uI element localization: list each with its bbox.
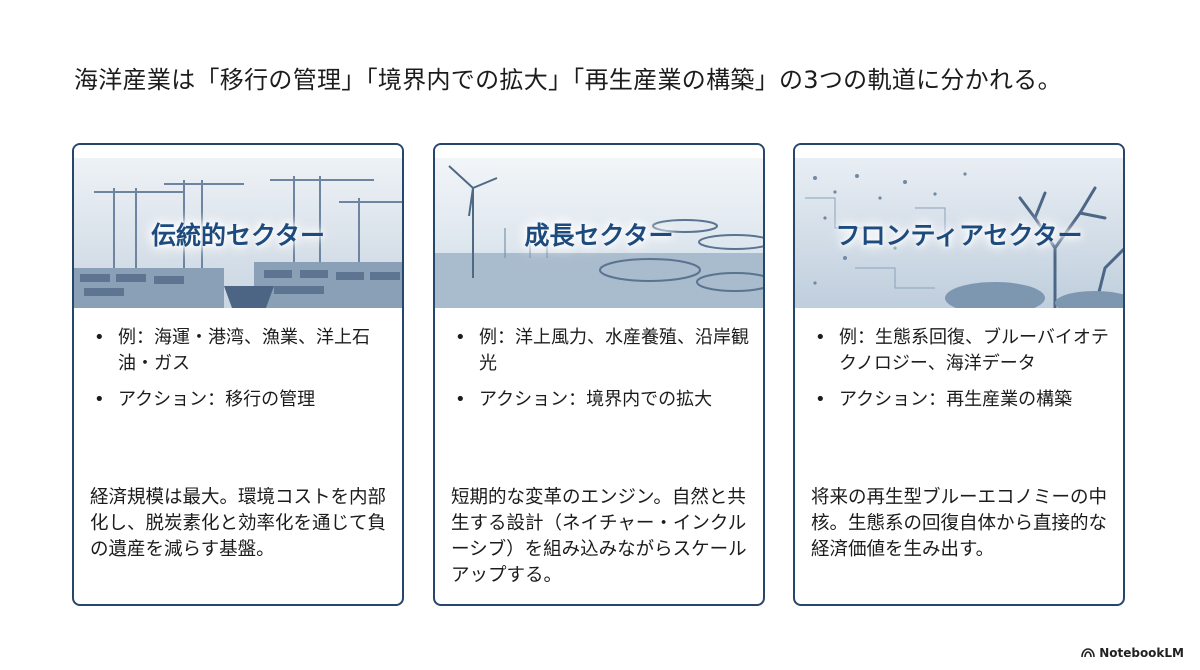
card-top-strip [74, 145, 402, 158]
card-growth-sector: 成長セクター 例：洋上風力、水産養殖、沿岸観光 アクション：境界内での拡大 短期… [433, 143, 765, 606]
card-top-strip [435, 145, 763, 158]
card-row: 伝統的セクター 例：海運・港湾、漁業、洋上石油・ガス アクション：移行の管理 経… [72, 143, 1130, 610]
wind-turbine-aquaculture-icon [435, 158, 763, 308]
card-summary: 将来の再生型ブルーエコノミーの中核。生態系の回復自体から直接的な経済価値を生み出… [811, 487, 1108, 560]
card-top-strip [795, 145, 1123, 158]
bullet-action: アクション：再生産業の構築 [809, 387, 1114, 413]
brand-watermark: NotebookLM [1081, 646, 1184, 660]
brand-label: NotebookLM [1099, 646, 1184, 660]
card-title: 伝統的セクター [150, 221, 325, 250]
bullet-action: アクション：境界内での拡大 [449, 387, 754, 413]
card-traditional-sector: 伝統的セクター 例：海運・港湾、漁業、洋上石油・ガス アクション：移行の管理 経… [72, 143, 404, 606]
notebooklm-logo-icon [1081, 648, 1095, 658]
port-containers-icon [74, 158, 402, 308]
card-title: フロンティアセクター [835, 221, 1083, 250]
coral-reef-data-icon [795, 158, 1123, 308]
card-hero-image: フロンティアセクター [795, 158, 1123, 308]
bullet-list: 例：海運・港湾、漁業、洋上石油・ガス アクション：移行の管理 [88, 325, 393, 423]
card-frontier-sector: フロンティアセクター 例：生態系回復、ブルーバイオテクノロジー、海洋データ アク… [793, 143, 1125, 606]
card-summary: 短期的な変革のエンジン。自然と共生する設計（ネイチャー・インクルーシブ）を組み込… [451, 487, 747, 586]
card-hero-image: 伝統的セクター [74, 158, 402, 308]
bullet-examples: 例：生態系回復、ブルーバイオテクノロジー、海洋データ [809, 325, 1114, 377]
card-title: 成長セクター [524, 221, 674, 250]
bullet-list: 例：洋上風力、水産養殖、沿岸観光 アクション：境界内での拡大 [449, 325, 754, 423]
card-hero-image: 成長セクター [435, 158, 763, 308]
headline: 海洋産業は「移行の管理」「境界内での拡大」「再生産業の構築」の3つの軌道に分かれ… [74, 66, 1062, 94]
bullet-examples: 例：海運・港湾、漁業、洋上石油・ガス [88, 325, 393, 377]
bullet-action: アクション：移行の管理 [88, 387, 393, 413]
bullet-list: 例：生態系回復、ブルーバイオテクノロジー、海洋データ アクション：再生産業の構築 [809, 325, 1114, 423]
card-summary: 経済規模は最大。環境コストを内部化し、脱炭素化と効率化を通じて負の遺産を減らす基… [90, 487, 387, 560]
bullet-examples: 例：洋上風力、水産養殖、沿岸観光 [449, 325, 754, 377]
